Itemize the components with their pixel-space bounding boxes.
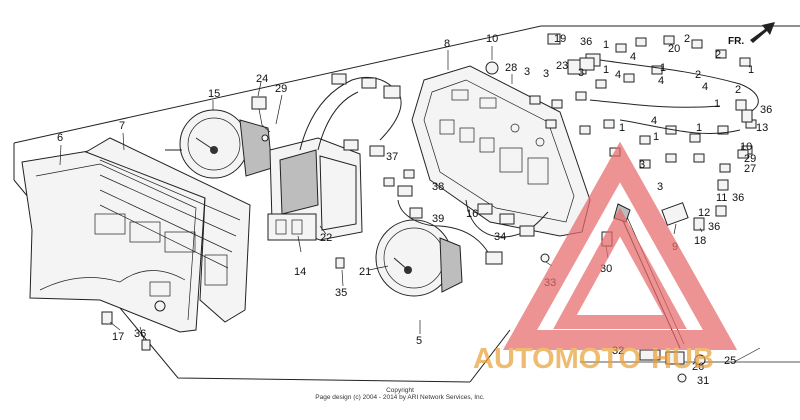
callout: 3 (578, 67, 584, 79)
callout: 4 (702, 81, 708, 93)
callout: 12 (698, 207, 710, 219)
direction-label: FR. (728, 36, 744, 47)
callout-labels: 1 1 1 1 1 1 1 1 2 2 2 2 3 3 3 3 3 4 4 4 … (57, 33, 772, 387)
callout: 4 (658, 75, 664, 87)
front-lens (21, 149, 206, 333)
callout: 8 (444, 38, 450, 50)
copyright-line-2: Page design (c) 2004 - 2014 by ARI Netwo… (315, 394, 485, 401)
callout: 1 (714, 98, 720, 110)
callout: 1 (603, 64, 609, 76)
callout: 36 (760, 104, 772, 116)
circuit-case (267, 137, 363, 241)
small-parts (101, 33, 749, 351)
callout: 10 (486, 33, 498, 45)
callout: 7 (119, 120, 125, 132)
callout: 36 (732, 192, 744, 204)
callout: 11 (716, 192, 727, 204)
speedo-wire-harness (251, 96, 271, 133)
callout: 2 (735, 84, 741, 96)
callout: 1 (660, 62, 666, 74)
callout: 10 (740, 141, 752, 153)
callout: 29 (744, 153, 756, 165)
callout: 35 (335, 287, 347, 299)
callout: 13 (756, 122, 768, 134)
callout: 1 (748, 64, 754, 76)
callout: 2 (695, 69, 701, 81)
callout: 23 (556, 60, 568, 72)
callout: 25 (724, 355, 736, 367)
callout: 26 (692, 361, 704, 373)
callout: 34 (494, 231, 506, 243)
callout: 4 (615, 69, 621, 81)
callout: 27 (744, 163, 756, 175)
callout: 4 (651, 115, 657, 127)
callout: 19 (554, 33, 566, 45)
callout: 39 (432, 213, 444, 225)
callout: 1 (653, 131, 659, 143)
copyright-line-1: Copyright (386, 387, 414, 394)
callout: 24 (256, 73, 268, 85)
callout: 14 (294, 266, 306, 278)
callout: 28 (505, 62, 517, 74)
callout: 21 (359, 266, 371, 278)
callout: 3 (543, 68, 549, 80)
callout: 6 (57, 132, 63, 144)
copyright-block: Copyright Page design (c) 2004 - 2014 by… (315, 387, 485, 401)
callout: 1 (696, 122, 702, 134)
callout: 2 (684, 33, 690, 45)
callout: 37 (386, 151, 398, 163)
callout: 4 (630, 51, 636, 63)
watermark-inner-triangle-icon (553, 207, 687, 329)
front-direction-arrow: FR. (728, 22, 775, 47)
callout: 17 (112, 331, 124, 343)
callout: 20 (668, 43, 680, 55)
callout: 3 (657, 181, 663, 193)
meter-case (411, 65, 591, 238)
callout: 22 (320, 232, 332, 244)
callout: 5 (416, 335, 422, 347)
callout: 38 (432, 181, 444, 193)
callout: 31 (697, 375, 709, 387)
bulb-socket-group (529, 35, 757, 169)
callout: 1 (619, 122, 625, 134)
tachometer-gauge (375, 219, 463, 297)
sub-harness (397, 185, 535, 265)
callout: 18 (694, 235, 706, 247)
watermark-triangle-icon (502, 141, 738, 350)
callout: 2 (715, 49, 721, 61)
callout: 15 (208, 88, 220, 100)
meter-bezel (84, 137, 251, 323)
callout: 29 (275, 83, 287, 95)
callout: 1 (603, 39, 609, 51)
main-wire-harness (299, 73, 402, 157)
callout: 16 (466, 208, 478, 220)
callout: 3 (639, 159, 645, 171)
callout: 3 (524, 66, 530, 78)
callout: 36 (134, 328, 146, 340)
callout: 36 (580, 36, 592, 48)
speedometer-gauge (165, 109, 273, 179)
callout: 36 (708, 221, 720, 233)
